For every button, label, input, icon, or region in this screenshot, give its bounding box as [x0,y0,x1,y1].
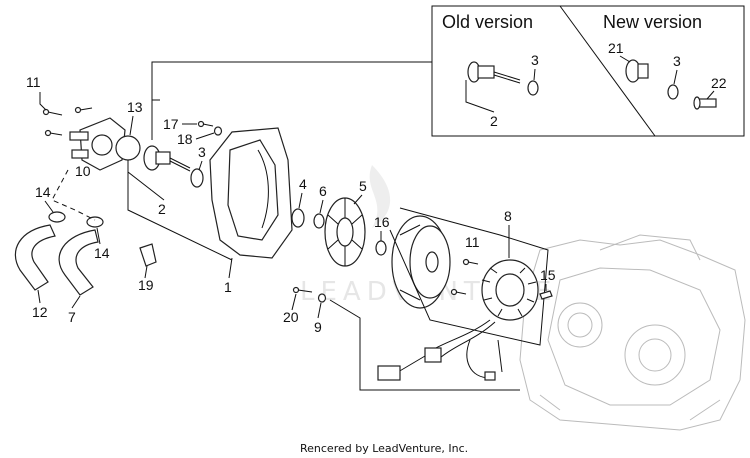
o-ring-13 [115,135,141,161]
inset-leader-line [151,61,432,140]
washer-18 [213,126,223,136]
bolt-17 [197,120,214,128]
callout-19: 19 [138,277,154,293]
new-shaft-part [625,59,649,83]
inset-label-2-old: 2 [490,113,498,129]
old-version-label: Old version [442,12,533,32]
new-version-label: New version [603,12,702,32]
inset-frame [431,5,745,137]
clamp-14-right [86,216,104,228]
inset-divider [559,5,656,137]
inset-label-3-new: 3 [673,53,681,69]
flywheel [391,215,451,309]
inset-label-21: 21 [608,40,624,56]
callout-14-right: 14 [94,245,110,261]
inset-label-22: 22 [711,75,727,91]
callout-13: 13 [127,99,143,115]
callout-15: 15 [540,267,556,283]
shaft-2 [143,145,191,172]
water-pump-cover [69,117,126,171]
clamp-14-left [48,211,66,223]
callout-1: 1 [224,279,232,295]
inset-label-3-old: 3 [531,52,539,68]
callout-12: 12 [32,304,48,320]
callout-18: 18 [177,131,193,147]
cooling-fan-5 [324,197,366,267]
stator-8 [481,259,539,321]
nut-16 [375,240,387,256]
callout-17: 17 [163,116,179,132]
version-inset: Old version New version 3 2 21 3 22 [431,5,745,137]
callout-11-left: 11 [26,74,41,90]
hose-12 [14,224,56,291]
flywheel-cover-1 [209,127,293,259]
old-seal-ring [527,80,539,96]
bearing-4 [291,208,305,228]
new-seal-ring [667,84,679,100]
seal-3 [190,168,204,188]
callout-7: 7 [68,309,76,325]
clip-19 [139,243,157,267]
footer-credit: Rencered by LeadVenture, Inc. [300,442,468,455]
callout-6: 6 [319,183,327,199]
old-shaft-part [467,61,521,84]
wiring-harness [377,319,503,381]
bolt-20 [292,286,313,294]
callout-2: 2 [158,201,166,217]
washer-6 [313,213,325,229]
callout-8: 8 [504,208,512,224]
callout-9: 9 [314,319,322,335]
callout-20: 20 [283,309,299,325]
bolts-11-left [42,106,93,137]
key-15 [539,290,553,300]
engine-crankcase-ghost [519,234,746,431]
new-pin-part [693,96,717,110]
callout-16: 16 [374,214,390,230]
hose-7 [58,229,99,296]
callout-11-right: 11 [465,234,480,250]
callout-3: 3 [198,144,206,160]
callout-5: 5 [359,178,367,194]
callout-10: 10 [75,163,91,179]
bolts-11-right [450,258,479,296]
callout-14-left: 14 [35,184,51,200]
washer-9 [317,293,327,303]
callout-4: 4 [299,176,307,192]
